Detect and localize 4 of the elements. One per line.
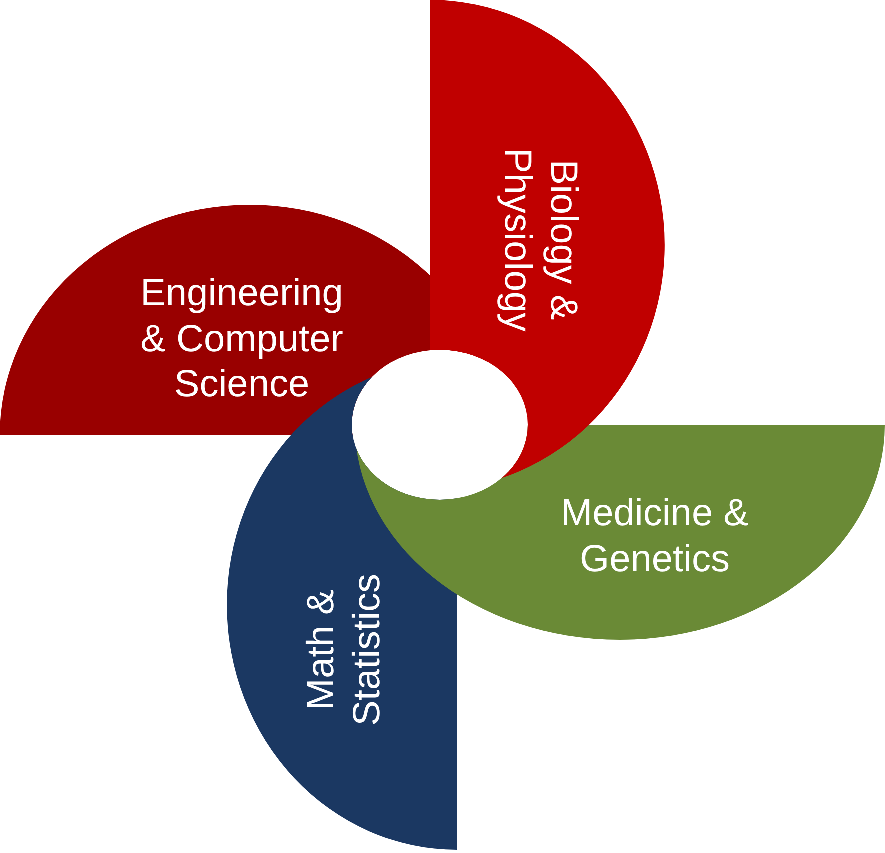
segment-label: Medicine & Genetics (560, 491, 750, 582)
segment-label: Math & Statistics (299, 572, 389, 728)
segment-label: Engineering & Computer Science (140, 272, 344, 408)
segment-label: Biology & Physiology (496, 147, 586, 334)
